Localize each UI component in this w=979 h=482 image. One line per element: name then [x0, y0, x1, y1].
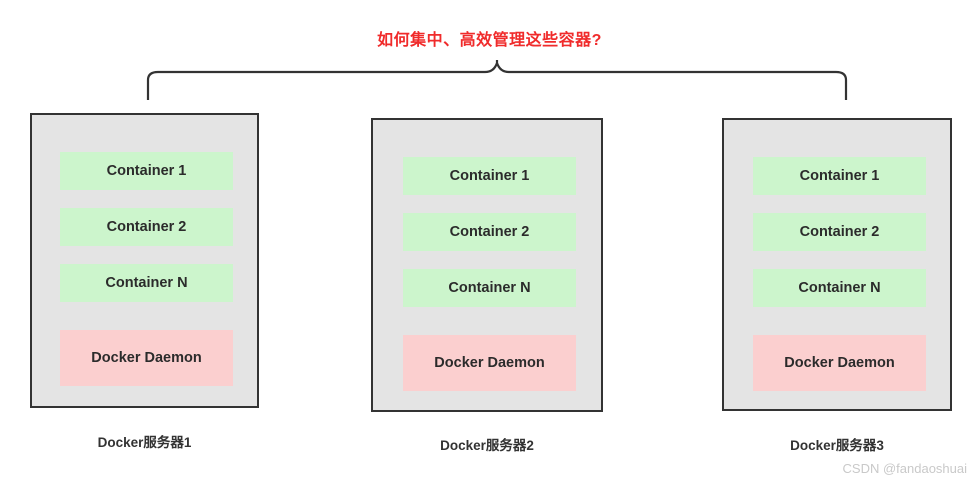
slot-label: Docker Daemon — [91, 350, 202, 366]
diagram-title: 如何集中、高效管理这些容器? — [377, 32, 602, 49]
container-slot: Container 1 — [403, 157, 576, 195]
server-1-slots: Container 1 Container 2 Container N Dock… — [32, 115, 257, 406]
container-slot: Container 1 — [60, 152, 233, 190]
container-slot: Container 2 — [753, 213, 926, 251]
container-slot: Container N — [403, 269, 576, 307]
slot-label: Container N — [798, 280, 881, 296]
watermark: CSDN @fandaoshuai — [842, 461, 967, 476]
grouping-brace — [140, 58, 854, 100]
slot-label: Container 2 — [799, 224, 880, 240]
slot-label: Docker Daemon — [784, 355, 895, 371]
server-3-slots: Container 1 Container 2 Container N Dock… — [724, 120, 950, 409]
server-caption-3: Docker服务器3 — [790, 438, 884, 453]
slot-label: Container N — [448, 280, 531, 296]
server-2-slots: Container 1 Container 2 Container N Dock… — [373, 120, 601, 410]
slot-label: Container 1 — [799, 168, 880, 184]
slot-label: Container 1 — [106, 163, 187, 179]
container-slot: Container 2 — [403, 213, 576, 251]
server-caption-1: Docker服务器1 — [97, 435, 192, 450]
container-slot: Container 1 — [753, 157, 926, 195]
container-slot: Container N — [60, 264, 233, 302]
container-slot: Container 2 — [60, 208, 233, 246]
server-caption-2: Docker服务器2 — [440, 438, 534, 453]
slot-label: Container N — [105, 275, 188, 291]
slot-label: Container 2 — [449, 224, 530, 240]
server-box-2: Container 1 Container 2 Container N Dock… — [371, 118, 603, 412]
daemon-slot: Docker Daemon — [753, 335, 926, 391]
daemon-slot: Docker Daemon — [403, 335, 576, 391]
server-box-1: Container 1 Container 2 Container N Dock… — [30, 113, 259, 408]
slot-label: Container 2 — [106, 219, 187, 235]
slot-label: Container 1 — [449, 168, 530, 184]
server-box-3: Container 1 Container 2 Container N Dock… — [722, 118, 952, 411]
container-slot: Container N — [753, 269, 926, 307]
daemon-slot: Docker Daemon — [60, 330, 233, 386]
slot-label: Docker Daemon — [434, 355, 545, 371]
